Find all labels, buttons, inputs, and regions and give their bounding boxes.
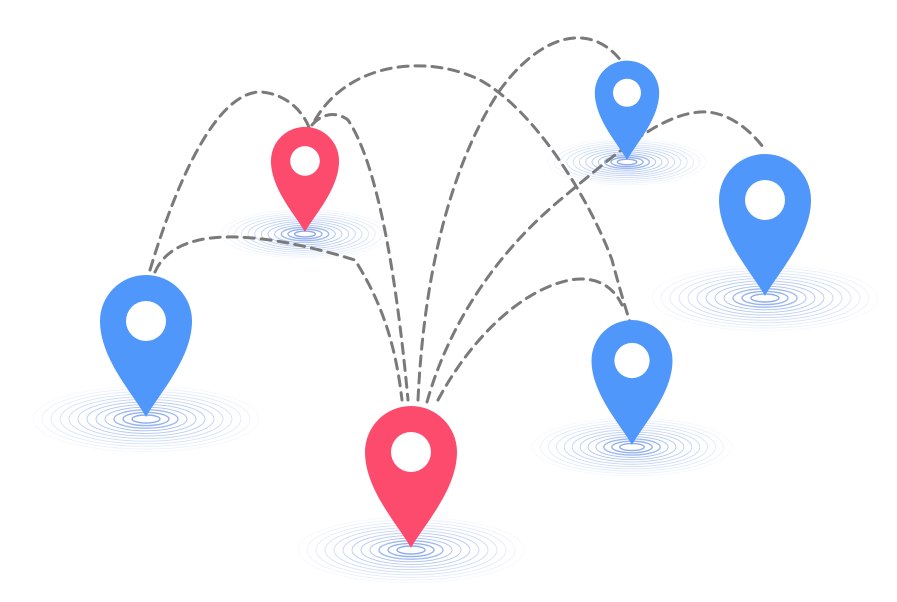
map-pin-icon (719, 154, 811, 296)
map-pin-icon (100, 275, 192, 417)
pin-blue-middle (591, 320, 673, 445)
ripple-layer (32, 138, 879, 584)
dashed-route-2 (148, 90, 312, 272)
map-pin-icon (594, 60, 660, 160)
pin-red-hub-hole (391, 432, 431, 472)
map-pin-icon (365, 406, 457, 548)
pin-blue-right (719, 154, 811, 296)
map-pin-icon (270, 126, 340, 232)
map-pin-icon (591, 320, 673, 445)
pin-layer (100, 60, 811, 548)
dashed-route-3 (310, 113, 410, 402)
pin-blue-right-hole (745, 180, 785, 220)
dashed-route-7 (436, 277, 624, 402)
dashed-route-6 (425, 110, 767, 404)
dashed-route-5 (313, 64, 632, 324)
route-layer (148, 36, 767, 404)
pin-blue-left (100, 275, 192, 417)
pin-blue-left-hole (126, 301, 166, 341)
pin-red-small-hole (290, 146, 320, 176)
pin-red-hub (365, 406, 457, 548)
pin-blue-middle-hole (614, 342, 650, 379)
dashed-route-4 (416, 36, 624, 402)
pin-blue-top-hole (613, 78, 641, 107)
pin-red-small (270, 126, 340, 232)
dashed-route-1 (153, 235, 404, 402)
pin-blue-top (594, 60, 660, 160)
